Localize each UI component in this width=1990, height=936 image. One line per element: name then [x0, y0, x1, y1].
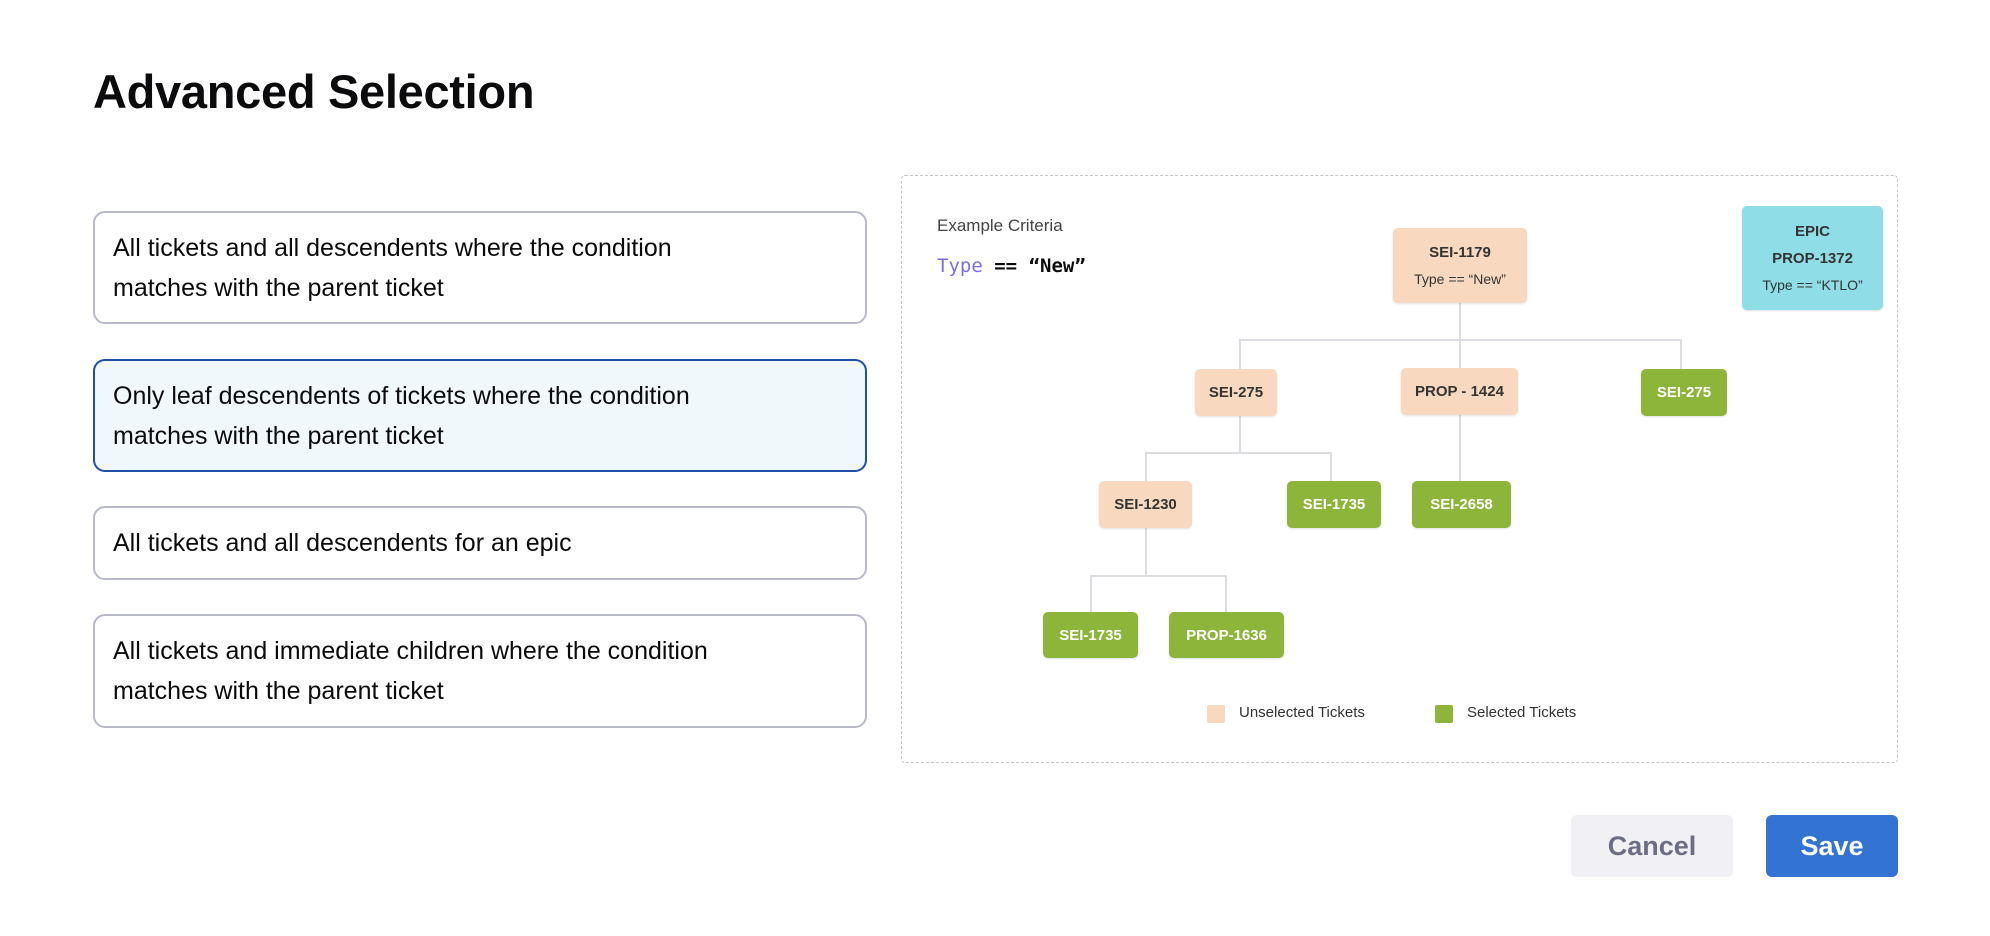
ticket-node-selected: PROP-1636: [1169, 612, 1284, 658]
option-immediate-children[interactable]: All tickets and immediate children where…: [93, 614, 867, 728]
connector-line: [1225, 575, 1227, 612]
ticket-node-selected: SEI-1735: [1043, 612, 1138, 658]
legend-selected-swatch: [1435, 705, 1453, 723]
connector-line: [1680, 339, 1682, 369]
cancel-button[interactable]: Cancel: [1571, 815, 1733, 877]
page-title: Advanced Selection: [93, 65, 535, 118]
ticket-node: SEI-275: [1195, 369, 1277, 416]
connector-line: [1090, 575, 1092, 612]
option-label: Only leaf descendents of tickets where t…: [113, 381, 690, 450]
connector-line: [1330, 452, 1332, 481]
option-label: All tickets and all descendents for an e…: [113, 529, 572, 557]
epic-type: EPIC: [1794, 223, 1830, 240]
option-label: All tickets and all descendents where th…: [113, 233, 672, 302]
connector-line: [1145, 452, 1147, 481]
ticket-id: SEI-1179: [1429, 244, 1491, 261]
criteria-key: Type: [937, 255, 983, 277]
ticket-node-root: SEI-1179 Type == “New”: [1393, 228, 1527, 303]
save-button[interactable]: Save: [1766, 815, 1898, 877]
connector-line: [1239, 339, 1682, 341]
legend-selected-label: Selected Tickets: [1467, 704, 1577, 721]
option-all-descendents-epic[interactable]: All tickets and all descendents for an e…: [93, 506, 867, 580]
epic-condition: Type == “KTLO”: [1762, 277, 1863, 293]
ticket-node-selected: SEI-2658: [1412, 481, 1511, 528]
connector-line: [1090, 575, 1227, 577]
ticket-node: PROP - 1424: [1401, 368, 1518, 415]
example-diagram-panel: [901, 175, 1898, 763]
connector-line: [1239, 416, 1241, 453]
criteria-value: “New”: [1028, 255, 1086, 277]
legend-unselected-swatch: [1207, 705, 1225, 723]
legend-unselected-label: Unselected Tickets: [1239, 704, 1365, 721]
ticket-node: SEI-1230: [1099, 481, 1192, 528]
ticket-condition: Type == “New”: [1414, 271, 1506, 287]
connector-line: [1145, 528, 1147, 576]
ticket-node-selected: SEI-275: [1641, 369, 1727, 416]
epic-id: PROP-1372: [1772, 250, 1853, 267]
connector-line: [1145, 452, 1332, 454]
example-criteria-label: Example Criteria: [937, 216, 1063, 235]
criteria-operator: ==: [994, 255, 1018, 277]
ticket-node-selected: SEI-1735: [1287, 481, 1381, 528]
option-label: All tickets and immediate children where…: [113, 637, 708, 705]
connector-line: [1459, 303, 1461, 416]
connector-line: [1459, 416, 1461, 481]
epic-node: EPIC PROP-1372 Type == “KTLO”: [1742, 206, 1883, 310]
criteria-expression: Type == “New”: [937, 255, 1086, 277]
option-leaf-descendents[interactable]: Only leaf descendents of tickets where t…: [93, 359, 867, 472]
connector-line: [1239, 339, 1241, 369]
option-all-descendents-condition[interactable]: All tickets and all descendents where th…: [93, 211, 867, 324]
